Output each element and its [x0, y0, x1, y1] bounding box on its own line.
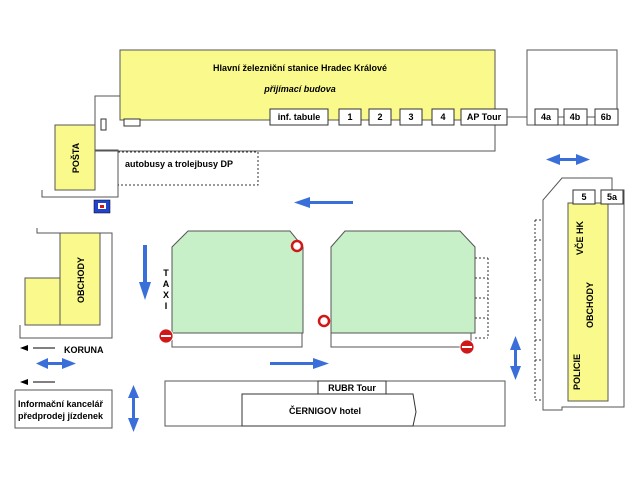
station-subtitle: přijímací budova [263, 84, 336, 94]
koruna-label: KORUNA [64, 345, 104, 355]
small-door [100, 118, 107, 131]
parking-spaces-east [534, 219, 543, 401]
left-green-base [171, 332, 303, 348]
info-office-outline [14, 389, 113, 429]
station-title: Hlavní železniční stanice Hradec Králové [213, 63, 387, 73]
taxi-letter-i: I [165, 301, 168, 311]
ap-tour-label: AP Tour [467, 112, 502, 122]
small-entrance [123, 118, 141, 127]
platform-5a-box[interactable] [600, 189, 624, 205]
right-shops-label: OBCHODY [585, 282, 595, 328]
platform-4b-label: 4b [570, 112, 581, 122]
double-arrow-left-horizontal [36, 358, 76, 369]
platform-1-box[interactable] [338, 108, 362, 126]
right-green-base [330, 332, 472, 348]
right-yellow-building[interactable] [567, 202, 609, 402]
platform-3-label: 3 [408, 112, 413, 122]
no-entry-sign-icon [158, 328, 174, 344]
shop-small[interactable] [24, 277, 61, 326]
platform-5-label: 5 [581, 192, 586, 202]
platform-5-box[interactable] [572, 189, 596, 205]
right-green-area [330, 230, 476, 334]
platform-3-box[interactable] [399, 108, 423, 126]
no-entry-sign-icon-2 [459, 339, 475, 355]
shops-left[interactable] [59, 232, 101, 326]
no-vehicles-sign-icon [290, 239, 304, 253]
rubr-tour-label: RUBR Tour [328, 383, 376, 393]
platform-6b-box[interactable] [594, 108, 619, 126]
bus-area-outline [118, 151, 259, 186]
right-block: 5 5a VČE HK OBCHODY POLICIE [534, 177, 625, 411]
post-sign-mark [100, 205, 104, 208]
platform-4-label: 4 [440, 112, 445, 122]
left-shops-block: OBCHODY [19, 228, 113, 339]
info-office-line2: předprodej jízdenek [18, 411, 104, 421]
platform-5a-label: 5a [607, 192, 618, 202]
arrow-left-top [294, 197, 353, 208]
arrow-down-left [139, 245, 151, 300]
double-arrow-bottom-left-vertical [128, 385, 139, 432]
bus-area-label: autobusy a trolejbusy DP [125, 159, 233, 169]
taxi-letter-a: A [163, 279, 170, 289]
platform-2-box[interactable] [368, 108, 392, 126]
station-main-building [119, 49, 496, 121]
post-office[interactable] [54, 124, 96, 191]
double-arrow-right-vertical [510, 336, 521, 380]
platform-6b-label: 6b [601, 112, 612, 122]
platform-4-box[interactable] [431, 108, 455, 126]
platform-2-label: 2 [377, 112, 382, 122]
info-arrow-head [20, 379, 28, 385]
left-green-area [171, 230, 304, 334]
taxi-letter-x: X [163, 290, 169, 300]
hotel-building[interactable] [241, 393, 417, 427]
double-arrow-right-horizontal [546, 154, 590, 165]
hotel-label: ČERNIGOV hotel [289, 405, 361, 416]
info-board-label: inf. tabule [278, 112, 321, 122]
vce-hk-label: VČE HK [574, 221, 585, 256]
police-label: POLICIE [572, 354, 582, 390]
koruna-arrow-head [20, 345, 28, 351]
parking-spaces-right [475, 257, 489, 339]
taxi-letter-t: T [163, 268, 169, 278]
platform-4a-label: 4a [541, 112, 552, 122]
east-platforms: 4a 4b 6b [526, 49, 619, 126]
no-vehicles-sign-icon-2 [317, 314, 331, 328]
post-office-label: POŠTA [70, 142, 81, 173]
left-shops-outline [19, 228, 113, 339]
shops-left-label: OBCHODY [76, 257, 86, 303]
info-office-line1: Informační kancelář [18, 399, 104, 409]
platform-1-label: 1 [347, 112, 352, 122]
arrow-right-bottom [270, 358, 329, 369]
hotel-block: RUBR Tour ČERNIGOV hotel [164, 380, 506, 427]
station-building: Hlavní železniční stanice Hradec Králové… [94, 49, 508, 152]
info-board-box[interactable] [269, 108, 329, 126]
